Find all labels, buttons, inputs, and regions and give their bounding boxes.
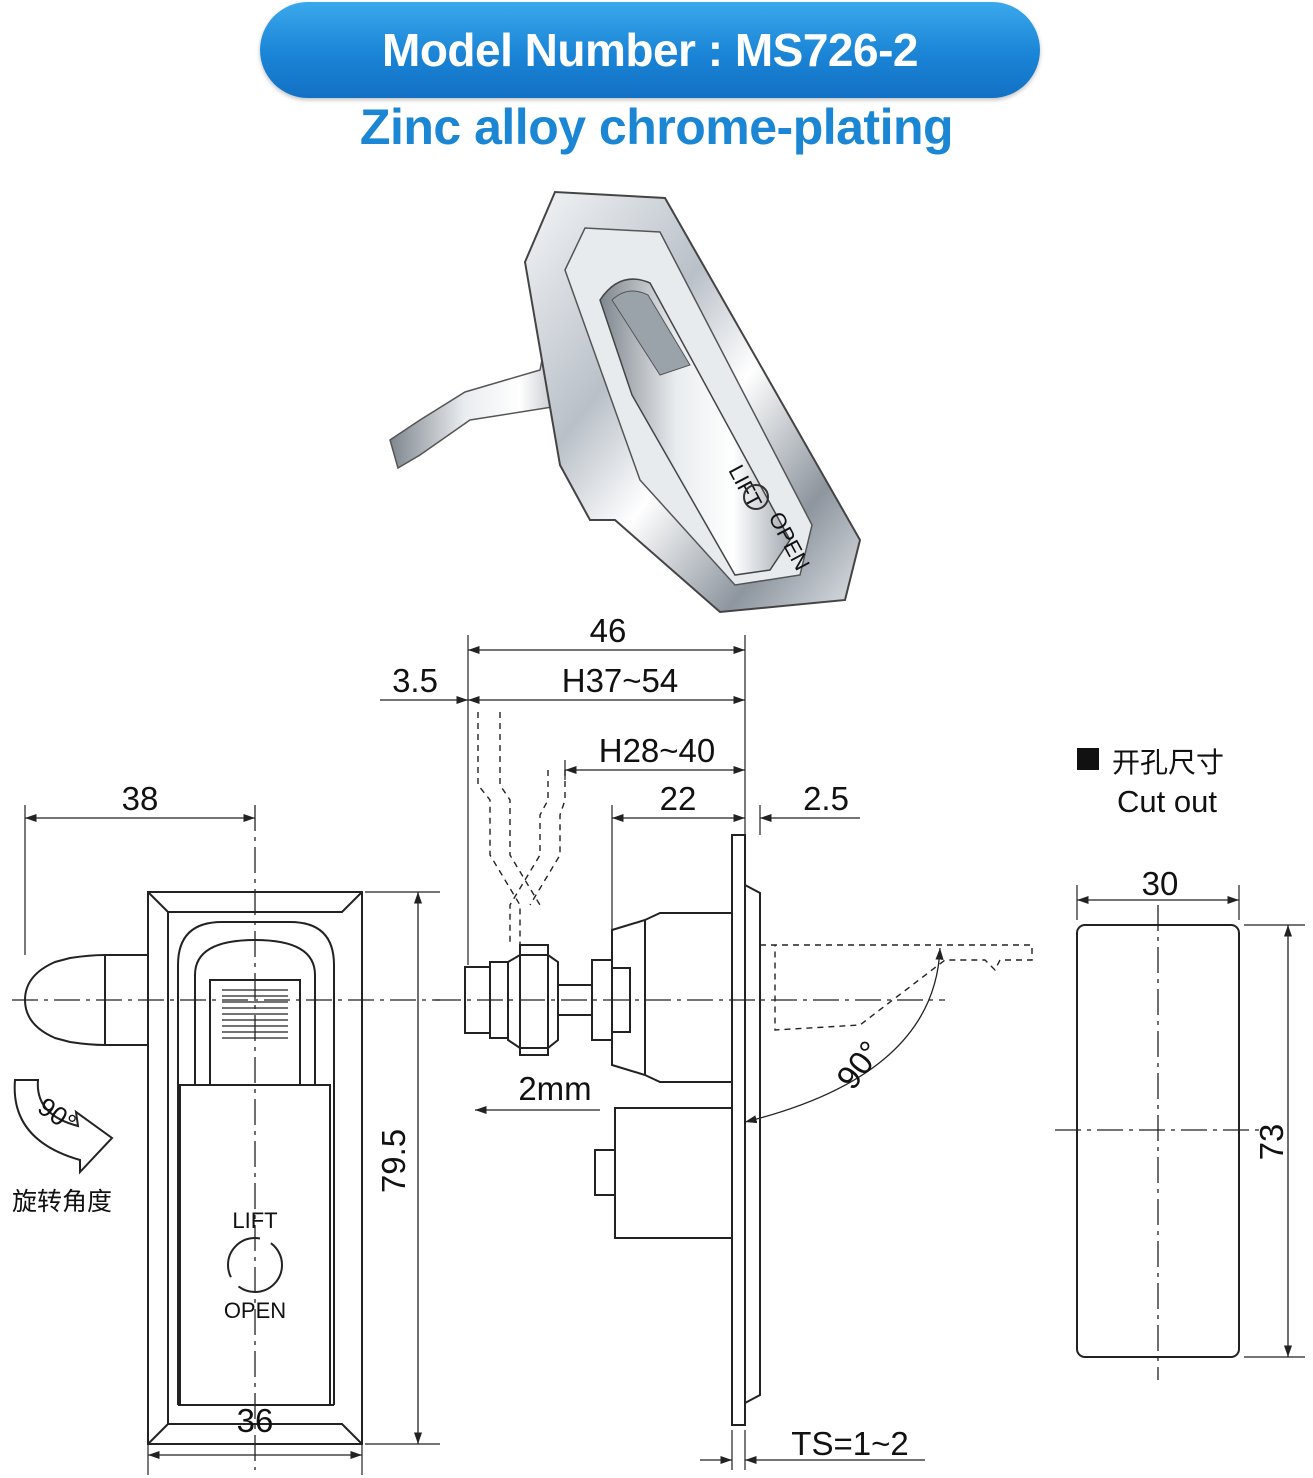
rotation-caption: 旋转角度	[12, 1188, 112, 1216]
thickness-label: TS=1~2	[791, 1425, 908, 1462]
material-subtitle: Zinc alloy chrome-plating	[359, 99, 954, 155]
rotation-arrow-icon	[13, 1079, 114, 1175]
dim-73: 73	[1253, 1124, 1290, 1161]
front-view	[12, 805, 440, 1475]
dim-h37-54: H37~54	[562, 662, 679, 699]
dim-3-5: 3.5	[392, 662, 438, 699]
cutout-title-cn: 开孔尺寸	[1112, 747, 1224, 778]
dim-30: 30	[1142, 865, 1179, 902]
dim-79-5: 79.5	[375, 1129, 412, 1193]
cutout-legend-square	[1077, 748, 1099, 770]
dim-46: 46	[590, 612, 627, 649]
dim-22: 22	[660, 780, 697, 817]
front-lift-label: LIFT	[232, 1208, 277, 1233]
dim-h28-40: H28~40	[599, 732, 716, 769]
dim-38: 38	[122, 780, 159, 817]
model-number-text: Model Number : MS726-2	[382, 24, 919, 76]
front-open-label: OPEN	[224, 1298, 286, 1323]
cutout-title-en: Cut out	[1117, 784, 1217, 819]
dim-2mm: 2mm	[518, 1070, 591, 1107]
front-rotate-icon	[227, 1237, 283, 1293]
dim-2-5: 2.5	[803, 780, 849, 817]
cutout-view	[1055, 885, 1305, 1380]
product-photo: LIFT OPEN	[389, 190, 862, 614]
angle-90: 90°	[829, 1034, 889, 1096]
dim-36: 36	[237, 1402, 274, 1439]
model-banner: Model Number : MS726-2	[260, 2, 1040, 98]
side-view	[380, 635, 1033, 1470]
photo-rotate-icon	[743, 484, 769, 510]
